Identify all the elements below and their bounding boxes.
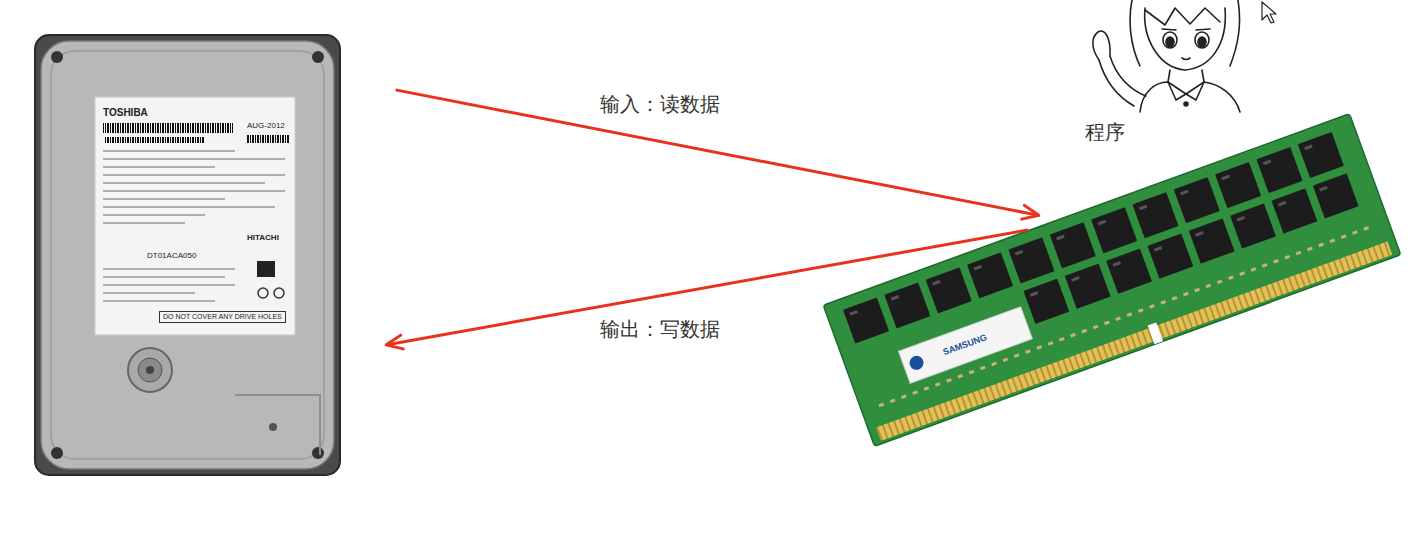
program-character	[1093, 0, 1276, 112]
printed-label: DO NOT COVER ANY DRIVE HOLES	[159, 311, 286, 323]
data-flow-arrow	[397, 90, 1038, 215]
printed-label: DT01ACA050	[147, 251, 196, 261]
data-flow-arrow	[387, 230, 1026, 345]
ram-illustration	[823, 114, 1401, 446]
printed-label: TOSHIBA	[103, 107, 148, 119]
hard-disk: TOSHIBA AUG-2012HITACHI DT01ACA050 DO NOT C…	[35, 35, 340, 475]
edge-label: 输出：写数据	[597, 317, 723, 341]
memory-stick: SAMSUNG	[822, 90, 1402, 475]
hard-disk-illustration	[35, 35, 340, 475]
printed-label: AUG-2012	[247, 121, 285, 131]
printed-label: SAMSUNG	[942, 332, 989, 358]
program-label: 程序	[1070, 0, 1290, 150]
edge-label: 输入：读数据	[597, 92, 723, 116]
node-label: 程序	[1085, 120, 1125, 144]
printed-label: HITACHI	[247, 233, 279, 243]
